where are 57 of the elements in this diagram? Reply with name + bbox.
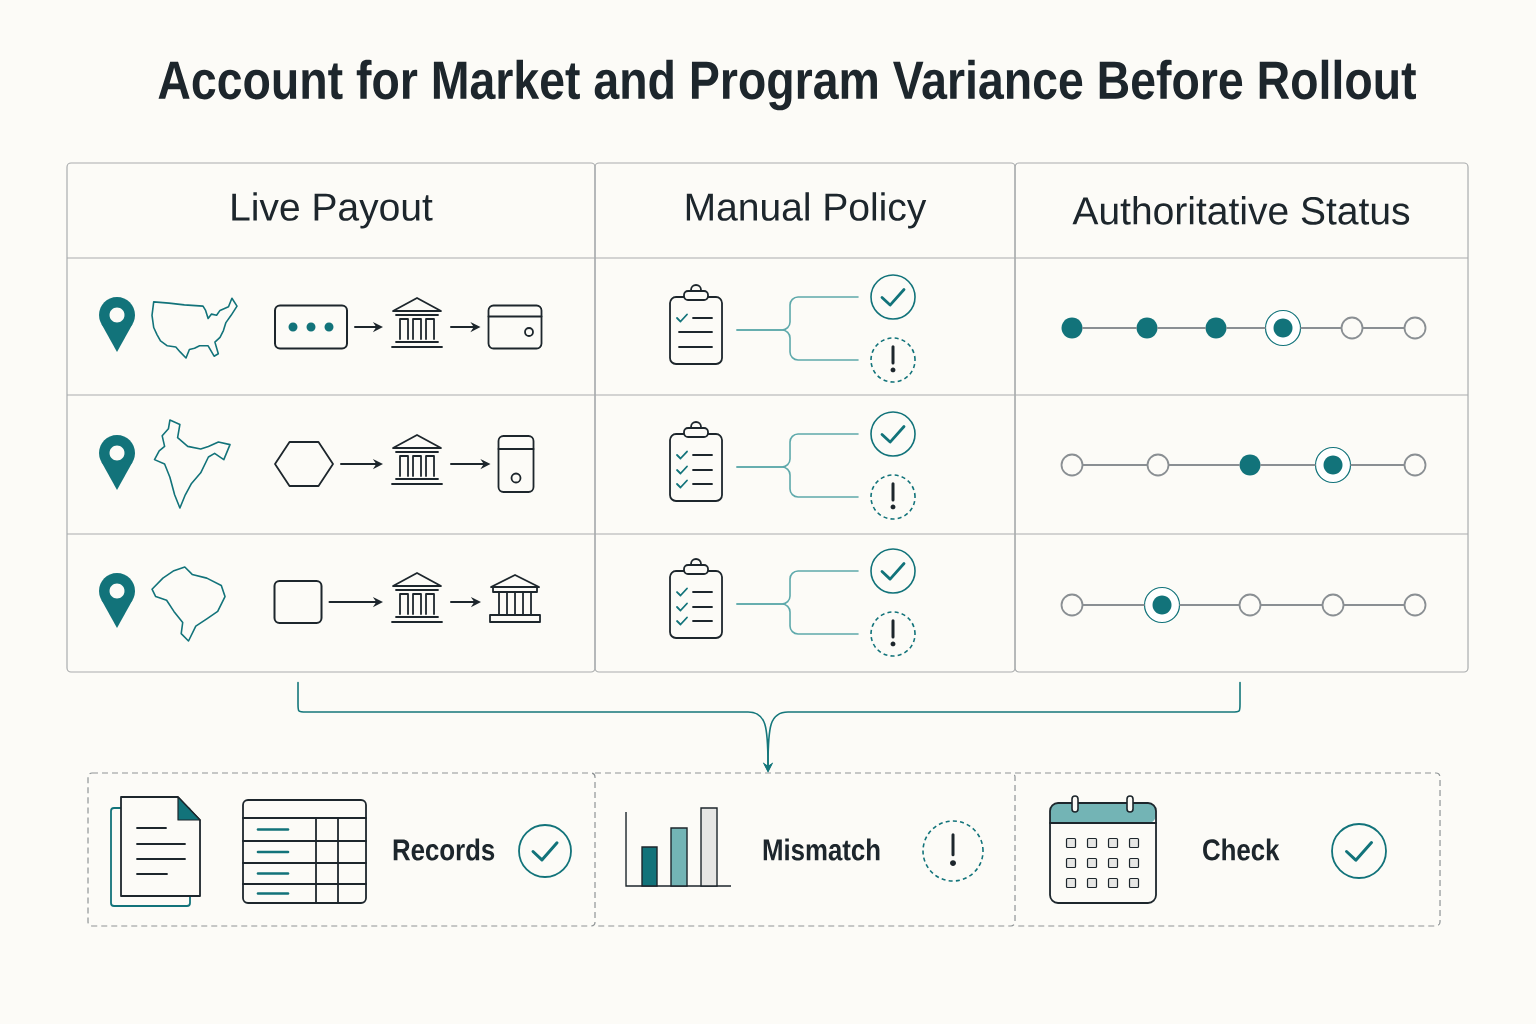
connector-line bbox=[1343, 604, 1405, 606]
clipboard-icon bbox=[669, 421, 723, 502]
branch-line bbox=[736, 603, 859, 635]
clipboard-icon bbox=[669, 284, 723, 365]
dashed-panel: Mismatch bbox=[594, 772, 1016, 927]
connector-line bbox=[1350, 464, 1405, 466]
branch-line bbox=[736, 329, 859, 361]
hexagon bbox=[274, 441, 334, 487]
alert-circle bbox=[870, 611, 916, 657]
step-dot bbox=[1060, 593, 1084, 617]
table-column: Manual Policy bbox=[594, 162, 1016, 673]
bank-icon bbox=[391, 572, 443, 623]
step-dot bbox=[1060, 453, 1084, 477]
clipboard-icon bbox=[669, 558, 723, 639]
bank-icon bbox=[391, 434, 443, 485]
step-dot bbox=[1238, 593, 1262, 617]
current-step-dot bbox=[1143, 586, 1181, 624]
dashed-panel: Check bbox=[1014, 772, 1441, 927]
table-column: Authoritative Status bbox=[1014, 162, 1469, 673]
table-column: Live Payout bbox=[66, 162, 596, 673]
step-dot bbox=[1340, 316, 1364, 340]
connector-line bbox=[1225, 327, 1266, 329]
connector-line bbox=[1082, 604, 1145, 606]
dashed-panel: Records bbox=[87, 772, 596, 927]
connector-line bbox=[1300, 327, 1342, 329]
bank-icon bbox=[391, 297, 443, 348]
step-dot bbox=[1403, 316, 1427, 340]
connector-line bbox=[1362, 327, 1405, 329]
step-dot bbox=[1136, 317, 1158, 339]
connector-line bbox=[1081, 327, 1138, 329]
connector-line bbox=[1179, 604, 1240, 606]
connector-line bbox=[1168, 464, 1241, 466]
connector-line bbox=[1260, 604, 1323, 606]
step-dot bbox=[1061, 317, 1083, 339]
phone-icon bbox=[497, 435, 535, 493]
connector-line bbox=[1082, 464, 1148, 466]
bank-icon bbox=[489, 574, 541, 623]
step-dot bbox=[1403, 453, 1427, 477]
alert-circle bbox=[870, 337, 916, 383]
check-circle bbox=[870, 411, 916, 457]
dotted-box bbox=[274, 304, 348, 350]
current-step-dot bbox=[1314, 446, 1352, 484]
check-circle bbox=[870, 274, 916, 320]
step-dot bbox=[1403, 593, 1427, 617]
square-box bbox=[273, 580, 323, 624]
check-circle bbox=[870, 548, 916, 594]
current-step-dot bbox=[1264, 309, 1302, 347]
connector-line bbox=[1259, 464, 1316, 466]
connector-line bbox=[1156, 327, 1207, 329]
alert-circle bbox=[870, 474, 916, 520]
step-dot bbox=[1146, 453, 1170, 477]
branch-line bbox=[736, 466, 859, 498]
step-dot bbox=[1205, 317, 1227, 339]
step-dot bbox=[1321, 593, 1345, 617]
title: Account for Market and Program Variance Before Rollout bbox=[158, 59, 1416, 111]
step-dot bbox=[1239, 454, 1261, 476]
card-icon bbox=[487, 304, 543, 350]
